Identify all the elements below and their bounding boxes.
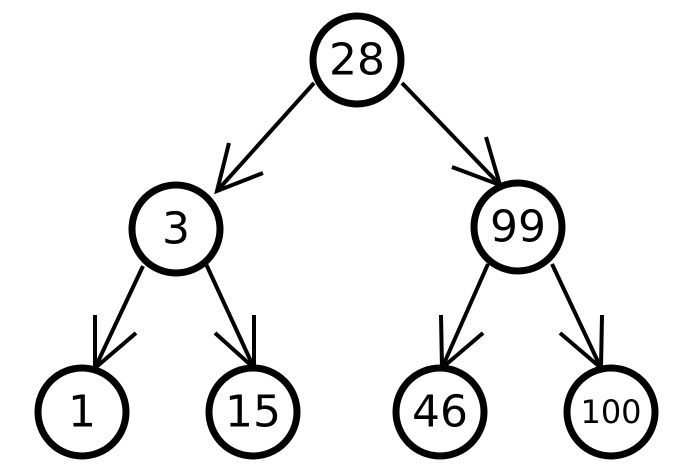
node-1: 1: [34, 364, 130, 460]
node-15: 15: [205, 364, 301, 460]
node-label-99: 99: [490, 202, 546, 253]
edge-99-100: [550, 263, 604, 373]
edge-3-15: [204, 263, 256, 373]
node-3: 3: [128, 181, 224, 277]
node-label-3: 3: [162, 204, 190, 255]
node-label-28: 28: [329, 35, 385, 86]
node-99: 99: [470, 179, 566, 275]
node-28: 28: [309, 12, 405, 108]
node-label-100: 100: [580, 393, 641, 431]
node-label-15: 15: [225, 387, 281, 438]
node-100: 100: [563, 364, 659, 460]
edge-28-3: [214, 81, 316, 195]
node-label-1: 1: [68, 387, 96, 438]
edge-28-99: [400, 81, 504, 189]
edge-3-1: [93, 265, 145, 373]
node-label-46: 46: [412, 387, 468, 438]
node-46: 46: [392, 364, 488, 460]
edge-99-46: [439, 263, 490, 373]
